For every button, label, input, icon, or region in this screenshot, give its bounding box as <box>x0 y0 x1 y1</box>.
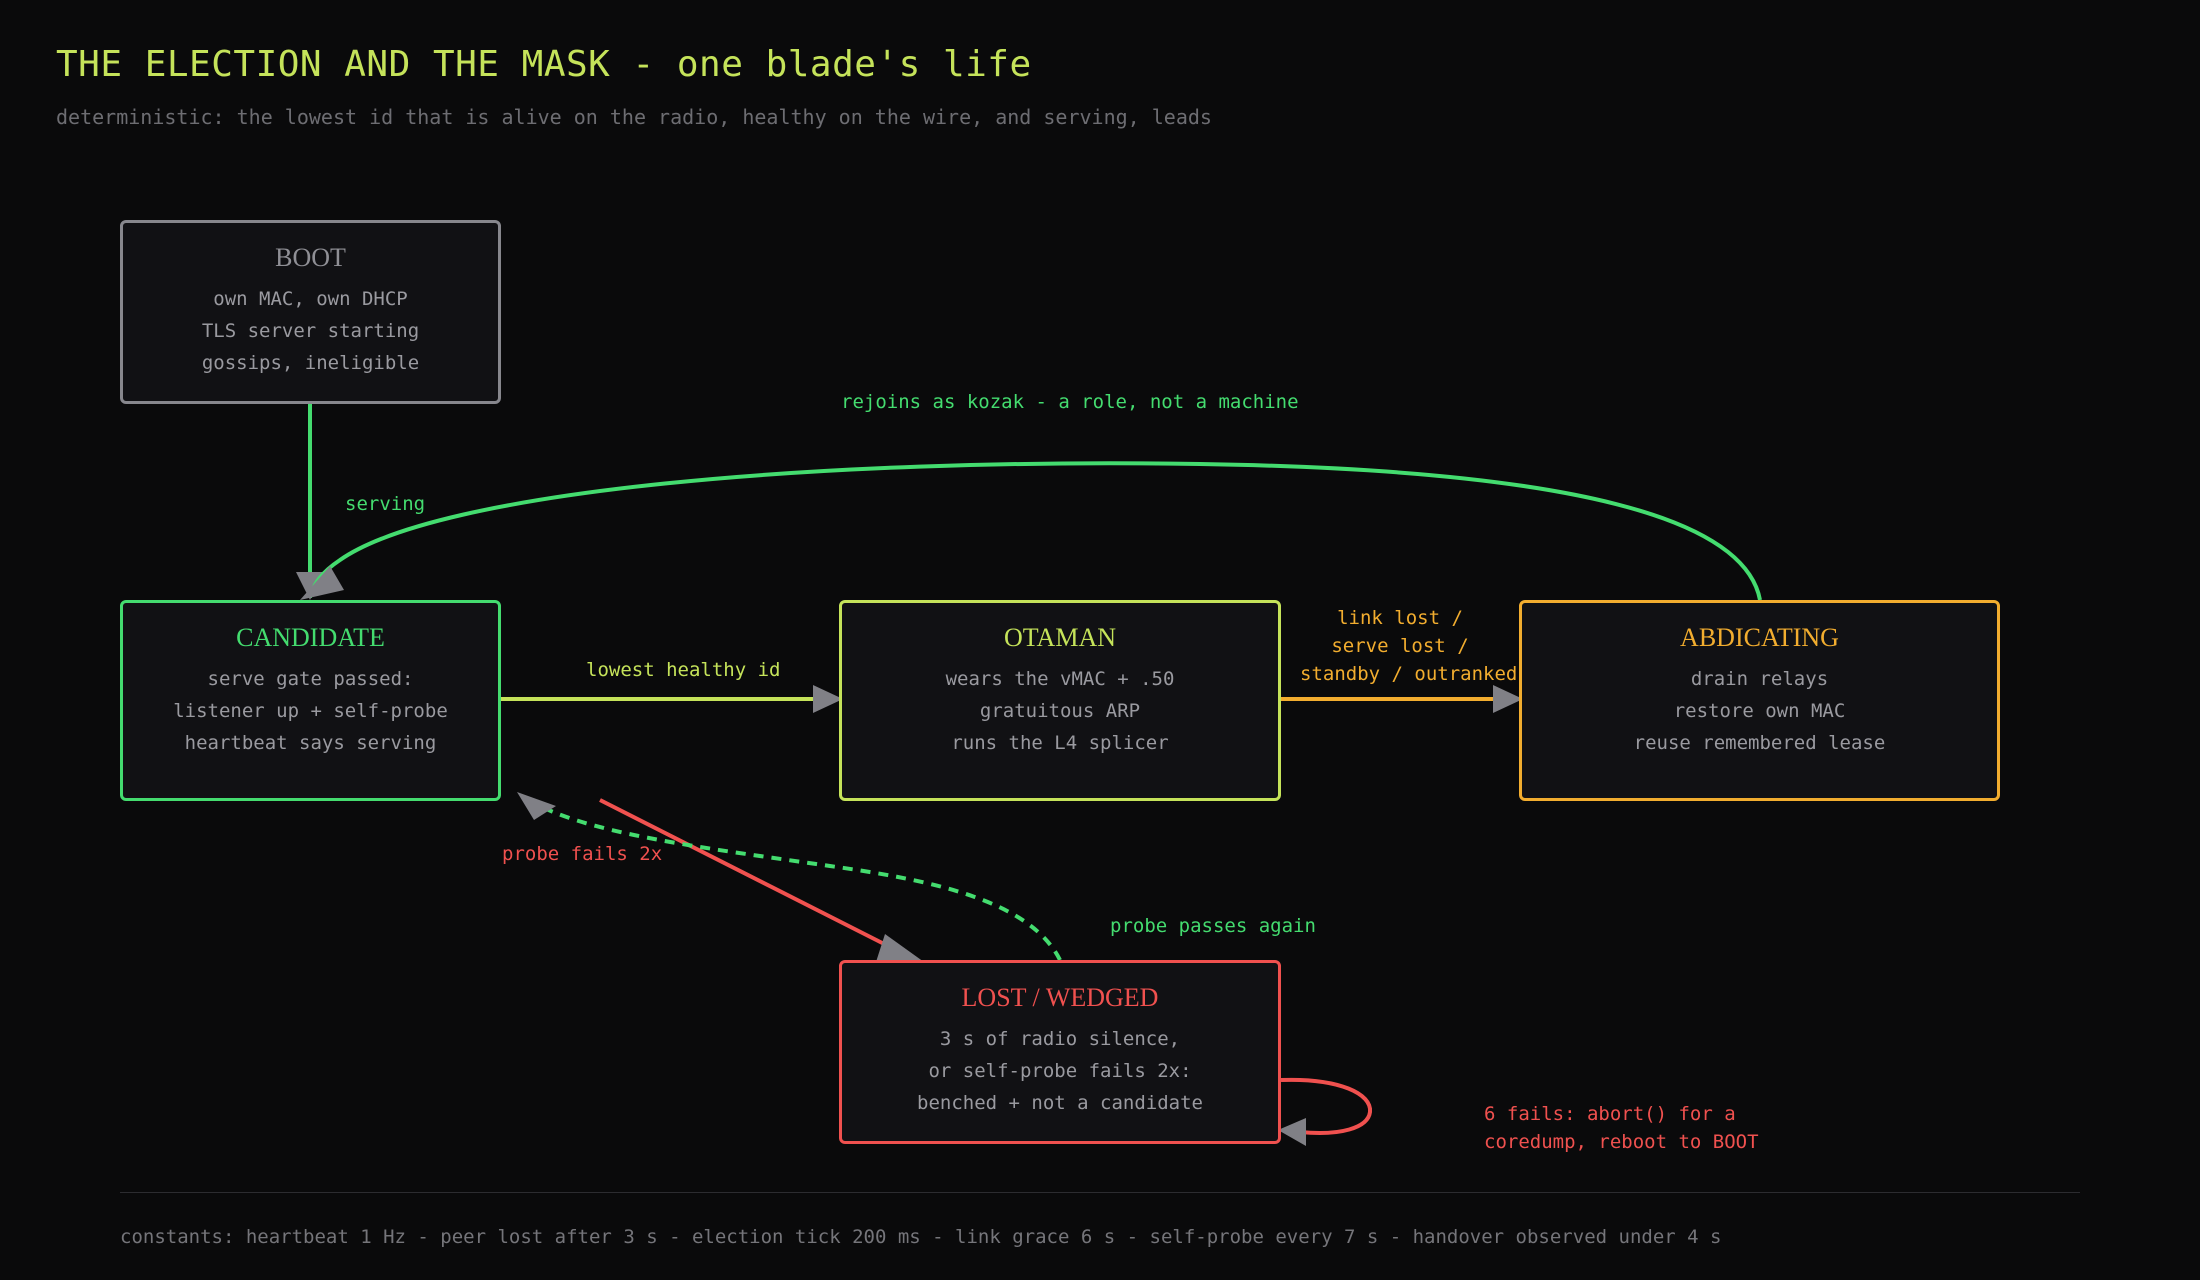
arrowhead-abdicating <box>1493 685 1523 713</box>
state-lost-wedged: LOST / WEDGED 3 s of radio silence, or s… <box>839 960 1281 1144</box>
edge-abdicating-to-candidate <box>310 461 1762 601</box>
state-boot-line: gossips, ineligible <box>201 352 420 374</box>
state-lost-line: 3 s of radio silence, <box>939 1028 1181 1050</box>
state-candidate-line: heartbeat says serving <box>184 732 437 754</box>
state-candidate-line: serve gate passed: <box>207 668 414 690</box>
state-abdicating-name: ABDICATING <box>1680 623 1839 652</box>
label-six-fails-line: coredump, reboot to BOOT <box>1484 1131 1759 1153</box>
state-lost-line: benched + not a candidate <box>917 1092 1203 1114</box>
arrowhead-rejoins <box>300 566 344 600</box>
state-abdicating-line: restore own MAC <box>1673 700 1846 722</box>
label-rejoins: rejoins as kozak - a role, not a machine <box>841 391 1299 413</box>
state-abdicating-line: drain relays <box>1690 668 1829 690</box>
label-six-fails: 6 fails: abort() for a coredump, reboot … <box>1484 1100 1759 1156</box>
state-boot-name: BOOT <box>275 243 346 272</box>
label-serving: serving <box>345 493 426 515</box>
edge-probe-passes <box>539 804 1062 961</box>
diagram-subtitle: deterministic: the lowest id that is ali… <box>56 105 1212 129</box>
diagram-title: THE ELECTION AND THE MASK - one blade's … <box>56 44 1032 85</box>
label-link-lost-line: serve lost / <box>1331 635 1469 657</box>
state-boot-line: TLS server starting <box>201 320 420 342</box>
arrowhead-lost <box>876 934 924 962</box>
state-candidate-name: CANDIDATE <box>236 623 385 652</box>
label-link-lost: link lost / serve lost / standby / outra… <box>1300 604 1518 688</box>
state-candidate-line: listener up + self-probe <box>173 700 448 722</box>
state-otaman-line: runs the L4 splicer <box>951 732 1169 754</box>
state-otaman-name: OTAMAN <box>1003 623 1117 652</box>
edge-lost-self-loop <box>1280 1077 1373 1135</box>
label-lowest-healthy: lowest healthy id <box>586 659 781 681</box>
footer-constants: constants: heartbeat 1 Hz - peer lost af… <box>120 1226 1722 1248</box>
state-lost-line: or self-probe fails 2x: <box>928 1060 1192 1082</box>
state-abdicating-line: reuse remembered lease <box>1633 732 1886 754</box>
label-link-lost-line: link lost / <box>1337 607 1463 629</box>
label-probe-passes: probe passes again <box>1110 915 1316 937</box>
arrowhead-self-loop <box>1278 1118 1306 1146</box>
label-six-fails-line: 6 fails: abort() for a <box>1484 1103 1736 1125</box>
state-otaman-line: gratuitous ARP <box>979 700 1141 722</box>
arrowhead-candidate-return <box>517 792 556 820</box>
footer-divider <box>120 1192 2080 1193</box>
arrowhead-otaman <box>813 685 843 713</box>
state-otaman: OTAMAN wears the vMAC + .50 gratuitous A… <box>839 600 1281 801</box>
edge-probe-fails <box>599 798 901 954</box>
label-probe-fails: probe fails 2x <box>502 843 663 865</box>
state-otaman-line: wears the vMAC + .50 <box>945 668 1175 690</box>
label-link-lost-line: standby / outranked <box>1300 663 1518 685</box>
state-boot: BOOT own MAC, own DHCP TLS server starti… <box>120 220 501 404</box>
state-boot-line: own MAC, own DHCP <box>213 288 408 310</box>
state-lost-name: LOST / WEDGED <box>961 983 1159 1012</box>
state-candidate: CANDIDATE serve gate passed: listener up… <box>120 600 501 801</box>
state-abdicating: ABDICATING drain relays restore own MAC … <box>1519 600 2000 801</box>
